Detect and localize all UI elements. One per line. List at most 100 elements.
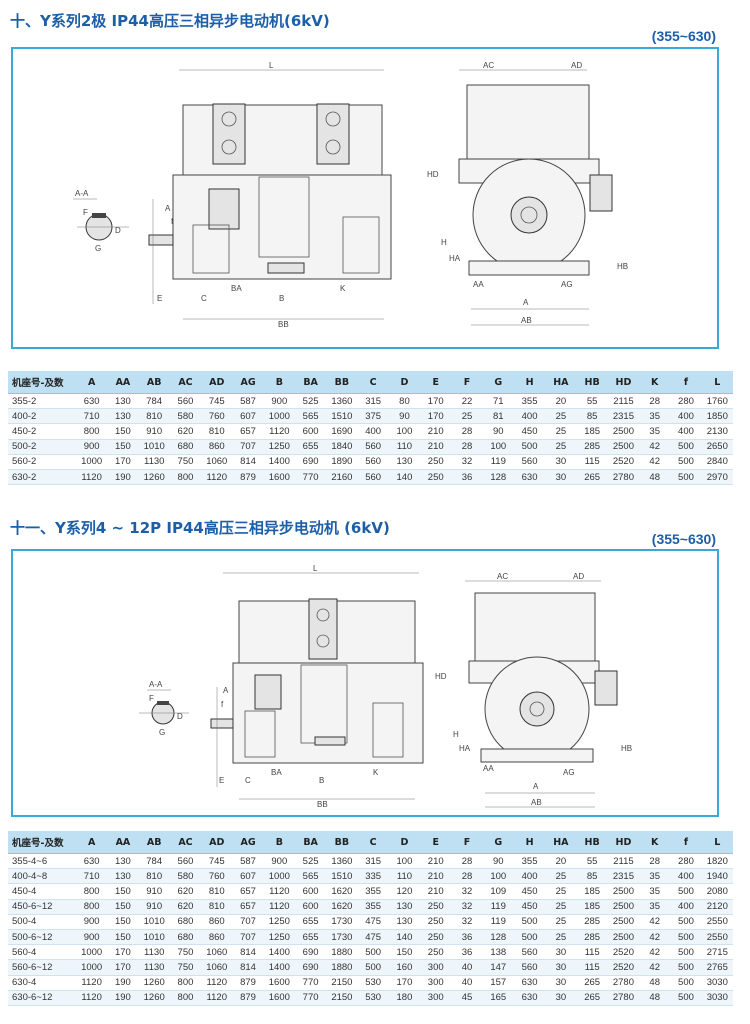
table-cell: 355 — [513, 393, 546, 410]
table-cell: 1060 — [201, 959, 233, 976]
table-cell: 335 — [357, 868, 389, 885]
table-cell: 210 — [420, 439, 452, 455]
label-ag: AG — [563, 768, 575, 777]
table-cell: 1120 — [201, 990, 233, 1006]
header-ag: AG — [232, 371, 264, 394]
table-cell: 860 — [201, 439, 233, 455]
frame-range: (355~630) — [651, 28, 716, 44]
table-cell: 1260 — [138, 990, 170, 1006]
label-ag: AG — [561, 280, 573, 289]
table-cell: 400 — [670, 408, 702, 425]
table-cell: 250 — [420, 944, 452, 961]
table-cell: 2120 — [701, 899, 733, 915]
table-cell: 1730 — [326, 914, 358, 930]
table-cell: 680 — [169, 439, 202, 455]
table-cell: 2160 — [326, 469, 358, 486]
table-cell: 250 — [420, 454, 452, 470]
header-bb: BB — [326, 371, 358, 394]
table-cell: 165 — [482, 990, 514, 1006]
header-c: C — [357, 831, 389, 854]
label-l: L — [313, 564, 318, 573]
table-cell: 25 — [451, 408, 483, 425]
table-cell: 500 — [513, 439, 546, 455]
table-cell: 185 — [576, 883, 608, 900]
table-cell: 810 — [138, 868, 170, 885]
header-e: E — [420, 831, 452, 854]
header-k: K — [639, 371, 671, 394]
table-cell: 770 — [294, 469, 327, 486]
table-cell: 450-2 — [8, 423, 76, 440]
label-bb: BB — [278, 320, 289, 329]
table-cell: 500 — [670, 883, 702, 900]
table-cell: 130 — [388, 454, 421, 470]
table-cell: 800 — [76, 899, 108, 915]
table-cell: 630 — [76, 393, 108, 410]
table-cell: 30 — [545, 469, 577, 486]
header-ac: AC — [169, 831, 202, 854]
table-cell: 707 — [232, 929, 264, 946]
table-cell: 500 — [670, 914, 702, 930]
label-ac: AC — [497, 572, 508, 581]
table-cell: 607 — [232, 408, 264, 425]
table-cell: 130 — [107, 393, 139, 410]
table-cell: 130 — [107, 868, 139, 885]
table-cell: 170 — [107, 944, 139, 961]
table-cell: 900 — [76, 439, 108, 455]
section-label: A-A — [75, 189, 89, 198]
table-cell: 28 — [451, 423, 483, 440]
table-cell: 707 — [232, 914, 264, 930]
table-cell: 30 — [545, 990, 577, 1006]
table-cell: 265 — [576, 990, 608, 1006]
table-cell: 25 — [545, 439, 577, 455]
table-cell: 400 — [670, 423, 702, 440]
table-cell: 814 — [232, 959, 264, 976]
table-cell: 600 — [294, 883, 327, 900]
label-l: L — [269, 61, 274, 70]
table-cell: 500 — [670, 959, 702, 976]
header-h: H — [513, 371, 546, 394]
label-hb: HB — [617, 262, 628, 271]
table-cell: 1600 — [263, 990, 295, 1006]
table-cell: 620 — [169, 899, 202, 915]
table-cell: 400 — [670, 899, 702, 915]
header-l: L — [701, 831, 733, 854]
table-cell: 1620 — [326, 899, 358, 915]
table-cell: 400 — [670, 868, 702, 885]
table-cell: 250 — [420, 929, 452, 946]
table-cell: 1010 — [138, 929, 170, 946]
table-cell: 22 — [451, 393, 483, 410]
table-cell: 250 — [420, 899, 452, 915]
table-cell: 1120 — [76, 469, 108, 486]
table-cell: 35 — [639, 423, 671, 440]
table-cell: 150 — [107, 883, 139, 900]
table-cell: 25 — [545, 883, 577, 900]
table-cell: 2520 — [607, 959, 640, 976]
table-cell: 750 — [169, 944, 202, 961]
table-cell: 2150 — [326, 975, 358, 991]
header-d: D — [388, 371, 421, 394]
table-cell: 35 — [639, 883, 671, 900]
table-cell: 690 — [294, 944, 327, 961]
table-cell: 210 — [420, 883, 452, 900]
table-cell: 150 — [107, 914, 139, 930]
table-cell: 784 — [138, 393, 170, 410]
table-cell: 810 — [201, 899, 233, 915]
label-g: G — [95, 244, 101, 253]
table-cell: 150 — [107, 929, 139, 946]
table-cell: 1840 — [326, 439, 358, 455]
table-cell: 587 — [232, 853, 264, 870]
header-ha: HA — [545, 371, 577, 394]
table-cell: 745 — [201, 393, 233, 410]
table-cell: 140 — [388, 929, 421, 946]
table-cell: 35 — [639, 899, 671, 915]
table-cell: 28 — [639, 853, 671, 870]
table-cell: 1120 — [263, 423, 295, 440]
table-cell: 600 — [294, 423, 327, 440]
table-cell: 560 — [169, 393, 202, 410]
table-cell: 879 — [232, 469, 264, 486]
table-cell: 2780 — [607, 990, 640, 1006]
